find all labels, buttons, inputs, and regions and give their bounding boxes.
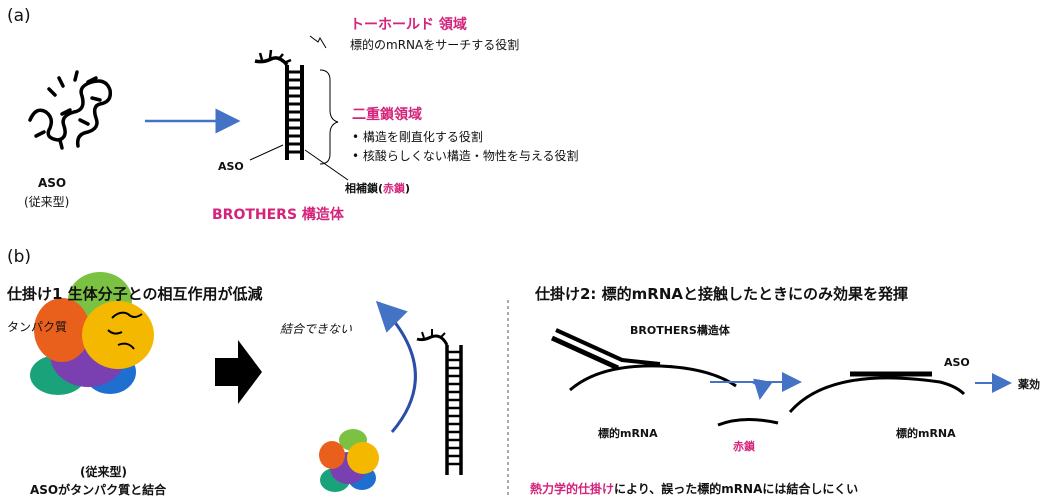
duplex-title: 二重鎖領域	[352, 107, 422, 123]
protein-label: タンパク質	[7, 320, 68, 334]
toehold-title: トーホールド 領域	[350, 17, 467, 33]
aso-binds-protein: ASOがタンパク質と結合	[30, 483, 167, 497]
conventional-label-b: (従来型)	[80, 465, 127, 479]
aso-label: ASO	[38, 176, 67, 190]
aso-pointer-line	[249, 144, 284, 161]
brothers-title: BROTHERS 構造体	[212, 207, 344, 223]
conventional-label: (従来型)	[24, 195, 70, 209]
thermo-note: 熱力学的仕掛けにより、誤った標的mRNAには結合しにくい	[530, 482, 859, 496]
big-black-arrow	[215, 340, 262, 404]
release-arrow	[751, 378, 773, 400]
panel-a-label: (a)	[7, 6, 31, 26]
brothers-duplex-a	[254, 49, 304, 160]
target-mrna-left: 標的mRNA	[598, 427, 658, 440]
duplex-bullet-2: • 核酸らしくない構造・物性を与える役割	[352, 149, 579, 163]
toehold-brace	[309, 35, 327, 49]
toehold-desc: 標的のmRNAをサーチする役割	[350, 38, 520, 52]
curved-arrow	[375, 300, 417, 433]
effect-label: 薬効	[1018, 378, 1040, 391]
cannot-bind-label: 結合できない	[280, 322, 353, 336]
duplex-brace	[319, 69, 339, 165]
panel-b-label: (b)	[7, 247, 32, 267]
complement-pointer-line	[304, 149, 349, 181]
protein-small	[319, 429, 379, 492]
brothers-on-mrna	[550, 328, 737, 392]
protein-complex	[30, 272, 154, 395]
complement-label: 相補鎖(赤鎖)	[345, 182, 411, 195]
conventional-aso-squiggle	[28, 70, 113, 150]
trick2-title: 仕掛け2: 標的mRNAと接触したときにのみ効果を発揮	[535, 285, 909, 303]
aso-on-mrna	[788, 371, 966, 413]
aso-label-b: ASO	[944, 356, 970, 369]
red-strand-released	[717, 418, 779, 427]
red-strand-label: 赤鎖	[733, 440, 755, 453]
target-mrna-right: 標的mRNA	[896, 427, 956, 440]
duplex-bullet-1: • 構造を剛直化する役割	[352, 130, 483, 144]
trick1-title: 仕掛け1 生体分子との相互作用が低減	[7, 285, 263, 303]
brothers-duplex-b	[416, 329, 463, 475]
aso-pointer-label: ASO	[218, 160, 244, 173]
brothers-label-b: BROTHERS構造体	[630, 324, 730, 337]
